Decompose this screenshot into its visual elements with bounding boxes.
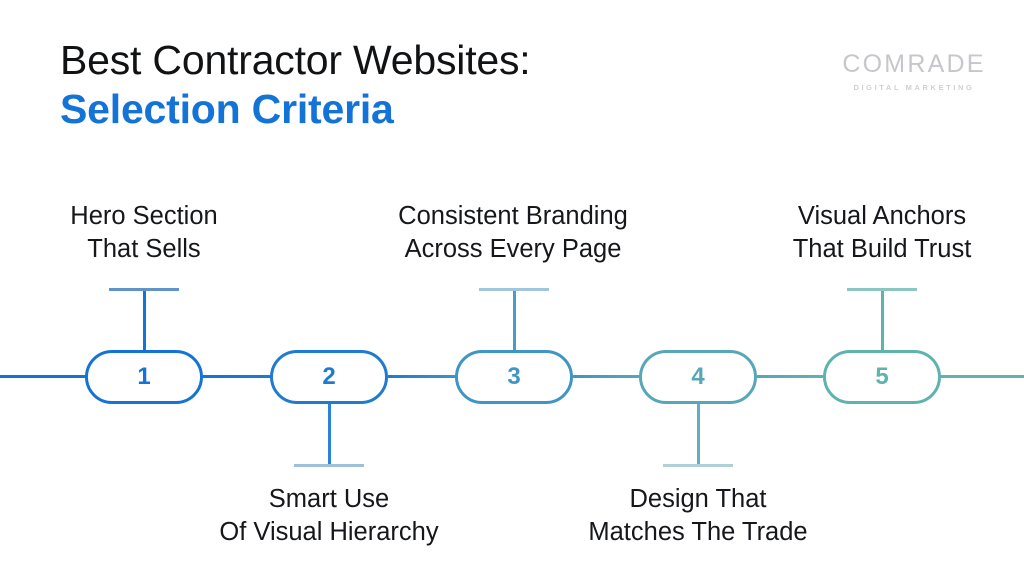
stem-vertical-5 [881, 290, 884, 350]
stem-vertical-4 [697, 404, 700, 466]
axis-segment-2-3 [388, 375, 458, 378]
node-number-4: 4 [691, 363, 705, 390]
timeline-node-2[interactable]: 2 [270, 350, 388, 404]
axis-segment-4-5 [757, 375, 825, 378]
axis-segment-1-2 [203, 375, 273, 378]
timeline-label-3-line2: Across Every Page [404, 235, 622, 264]
timeline-label-2: Smart Use Of Visual Hierarchy [174, 483, 484, 549]
title-line-primary: Best Contractor Websites: [60, 37, 531, 83]
timeline-label-4: Design That Matches The Trade [543, 483, 853, 549]
timeline-label-5: Visual Anchors That Build Trust [737, 200, 1024, 266]
axis-segment-start [0, 375, 88, 378]
stem-bar-1 [109, 288, 179, 291]
axis-segment-3-4 [572, 375, 642, 378]
timeline-label-1-line1: Hero Section [70, 202, 218, 230]
stem-bar-5 [847, 288, 917, 291]
timeline-label-4-line2: Matches The Trade [588, 518, 808, 547]
node-number-3: 3 [507, 363, 521, 390]
stem-bar-2 [294, 464, 364, 467]
timeline-label-4-line1: Design That [629, 485, 767, 513]
timeline-node-1[interactable]: 1 [85, 350, 203, 404]
node-number-2: 2 [322, 363, 336, 390]
timeline-label-5-line2: That Build Trust [792, 235, 972, 264]
timeline-label-1: Hero Section That Sells [14, 200, 274, 266]
timeline-label-1-line2: That Sells [87, 235, 201, 264]
node-number-5: 5 [875, 363, 889, 390]
page-title: Best Contractor Websites: Selection Crit… [60, 37, 531, 135]
timeline-node-3[interactable]: 3 [455, 350, 573, 404]
timeline-node-5[interactable]: 5 [823, 350, 941, 404]
timeline-label-3-line1: Consistent Branding [398, 202, 628, 230]
stem-vertical-2 [328, 404, 331, 466]
timeline-label-3: Consistent Branding Across Every Page [338, 200, 688, 266]
stem-bar-3 [479, 288, 549, 291]
title-line-accent: Selection Criteria [60, 85, 394, 132]
stem-vertical-3 [513, 290, 516, 350]
logo-tagline: DIGITAL MARKETING [853, 83, 975, 92]
node-number-1: 1 [137, 363, 151, 390]
logo-wordmark: COMRADE [842, 50, 986, 78]
stem-bar-4 [663, 464, 733, 467]
timeline-label-2-line1: Smart Use [268, 485, 390, 513]
brand-logo: COMRADE DIGITAL MARKETING [830, 52, 998, 92]
stem-vertical-1 [143, 290, 146, 350]
timeline-label-5-line1: Visual Anchors [797, 202, 967, 230]
axis-segment-end [938, 375, 1024, 378]
timeline-label-2-line2: Of Visual Hierarchy [219, 518, 439, 547]
timeline-node-4[interactable]: 4 [639, 350, 757, 404]
